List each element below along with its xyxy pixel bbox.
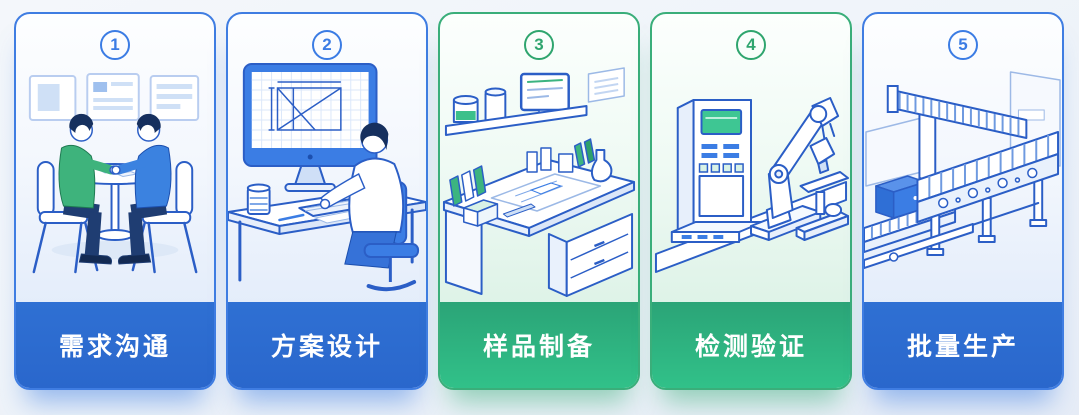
step-label: 方案设计	[270, 333, 383, 361]
step-label: 批量生产	[906, 333, 1019, 361]
step-number: 3	[534, 35, 544, 54]
step-label: 检测验证	[694, 333, 807, 361]
step-label-band: 需求沟通	[16, 302, 214, 388]
testing-illustration	[654, 97, 850, 273]
step-5-art: 5	[864, 14, 1062, 302]
step-label-band: 样品制备	[440, 302, 638, 388]
step-label-band: 批量生产	[864, 302, 1062, 388]
step-number-badge: 1	[100, 30, 130, 60]
step-number-badge: 2	[312, 30, 342, 60]
step-card-2: 2 方案设计	[226, 12, 428, 390]
step-card-3: 3 样品制备	[438, 12, 640, 390]
step-number-badge: 5	[948, 30, 978, 60]
step-number: 4	[746, 35, 756, 54]
step-label: 样品制备	[482, 333, 595, 361]
meeting-illustration	[28, 73, 200, 274]
step-number: 2	[322, 35, 332, 54]
step-2-art: 2	[228, 14, 426, 302]
step-number: 5	[958, 35, 968, 54]
step-card-1: 1 需求沟通	[14, 12, 216, 390]
step-number: 1	[110, 35, 120, 54]
step-label-band: 检测验证	[652, 302, 850, 388]
step-number-badge: 4	[736, 30, 766, 60]
step-number-badge: 3	[524, 30, 554, 60]
step-1-art: 1	[16, 14, 214, 302]
design-illustration	[228, 63, 426, 292]
lab-illustration	[442, 67, 636, 297]
step-3-art: 3	[440, 14, 638, 302]
step-4-art: 4	[652, 14, 850, 302]
step-card-4: 4 检测验证	[650, 12, 852, 390]
production-illustration	[864, 71, 1061, 269]
step-label: 需求沟通	[58, 333, 171, 361]
step-card-5: 5 批量生产	[862, 12, 1064, 390]
step-label-band: 方案设计	[228, 302, 426, 388]
